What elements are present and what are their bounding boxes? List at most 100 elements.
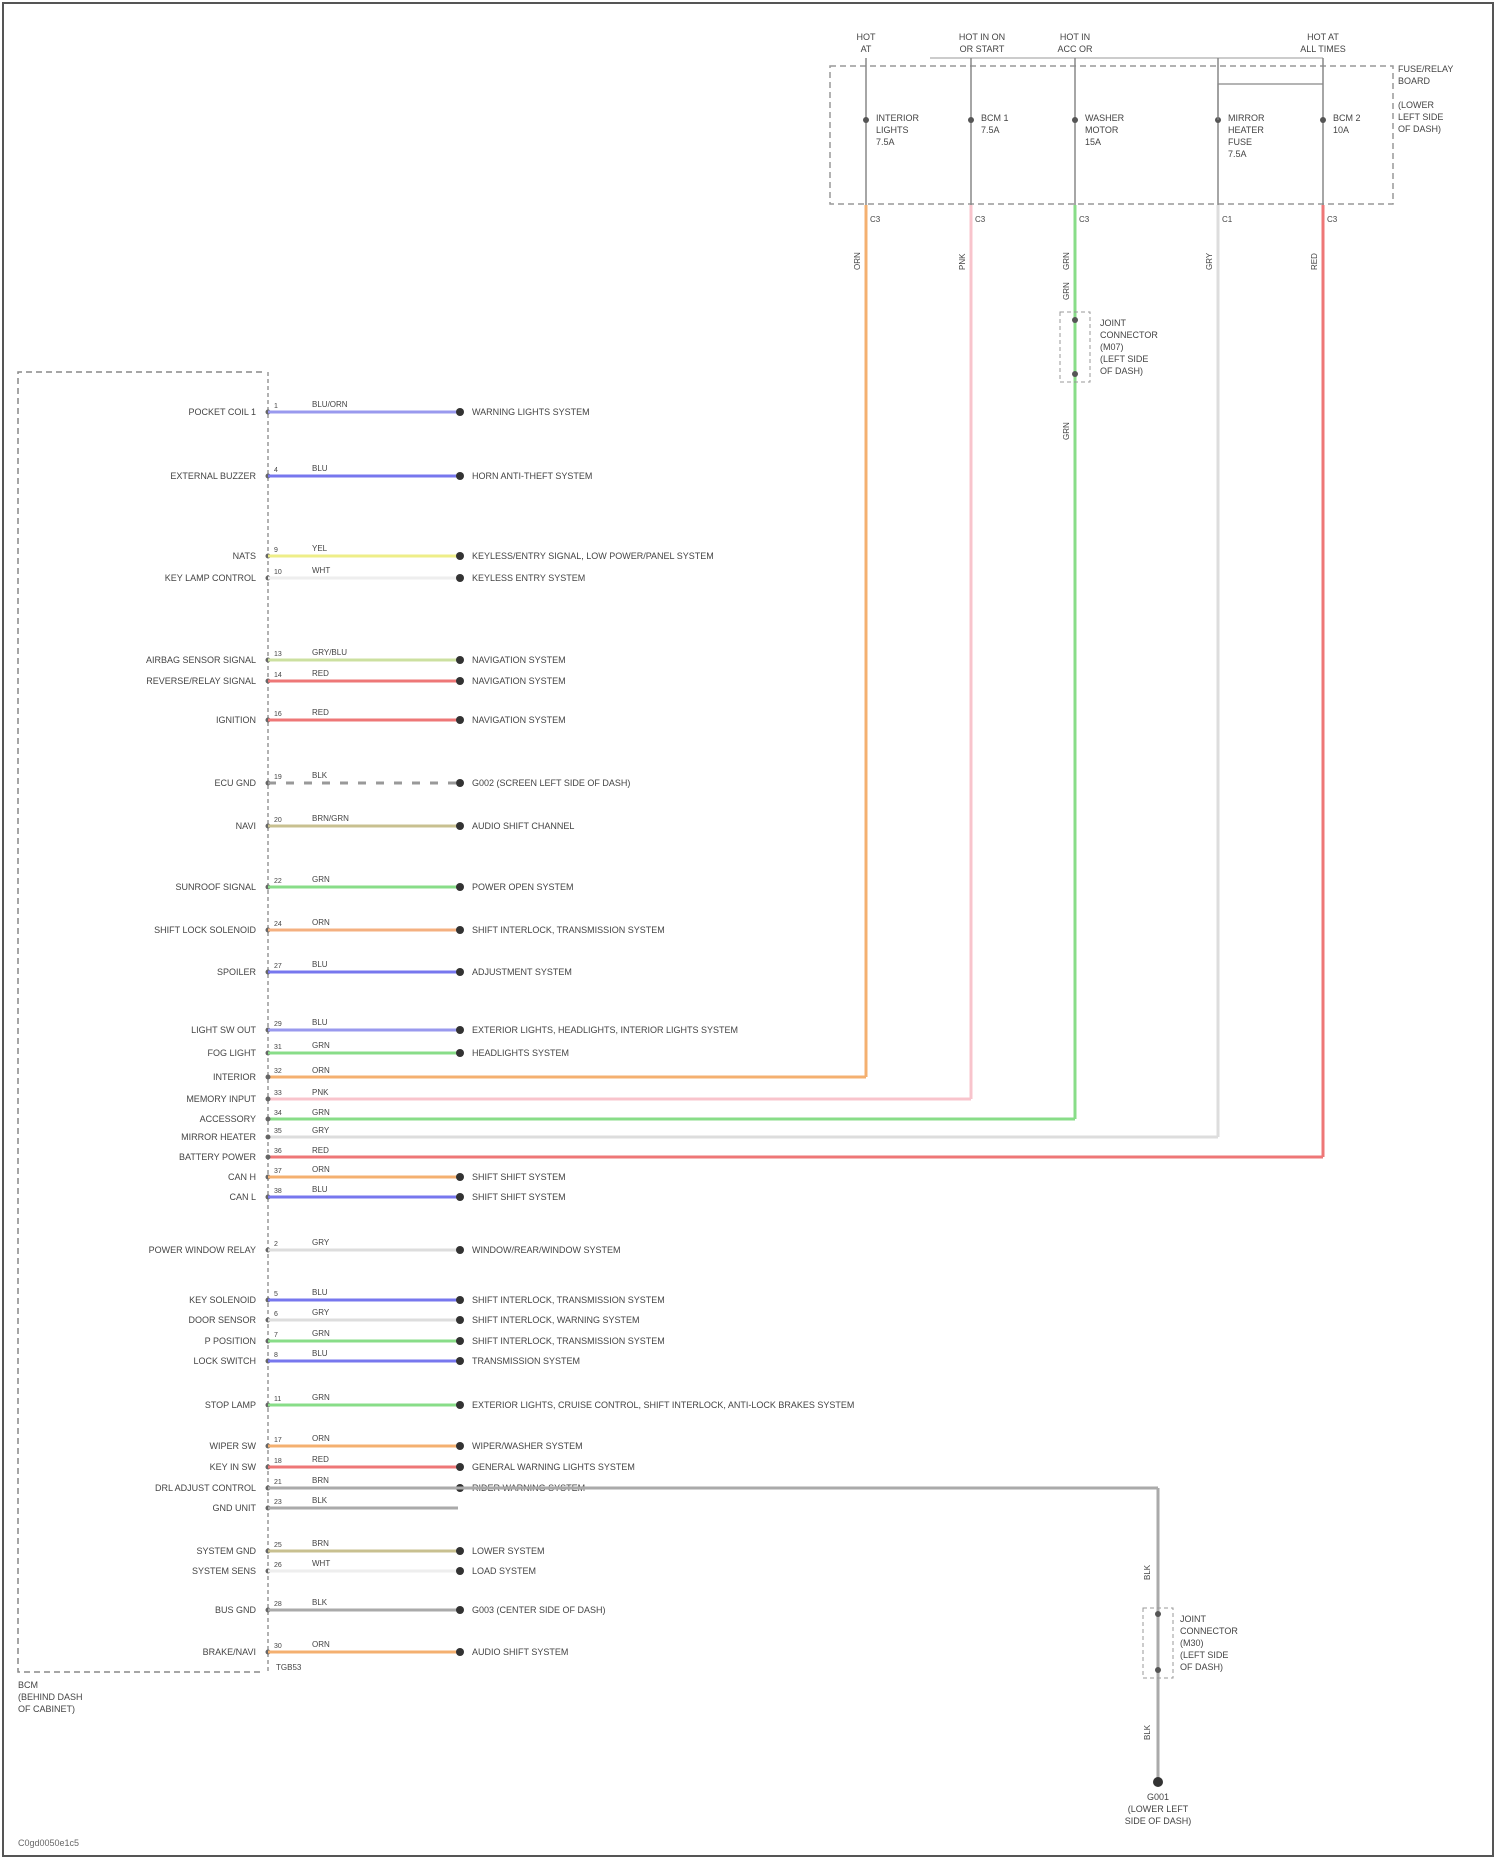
wire-destination-label: NAVIGATION SYSTEM [472, 655, 566, 665]
fuse-box-label: FUSE/RELAY [1398, 64, 1453, 74]
wire-connector-dot [456, 926, 464, 934]
wire-color-label: WHT [312, 1559, 330, 1568]
pin-number: 21 [274, 1479, 282, 1486]
pin-signal-label: NATS [233, 551, 256, 561]
joint-connector-2-label: OF DASH) [1180, 1662, 1223, 1672]
pin-number: 30 [274, 1643, 282, 1650]
bcm-module-label: (BEHIND DASH [18, 1692, 83, 1702]
fuse-box-label: (LOWER [1398, 100, 1435, 110]
wire-connector-dot [456, 1337, 464, 1345]
pin-signal-label: REVERSE/RELAY SIGNAL [146, 676, 256, 686]
wire-color-label: GRY/BLU [312, 648, 347, 657]
pin-signal-label: BUS GND [215, 1605, 257, 1615]
fuse-supply-label: HOT IN [1060, 32, 1090, 42]
wire-color-label: GRY [312, 1238, 330, 1247]
pin-signal-label: DRL ADJUST CONTROL [155, 1483, 256, 1493]
pin-signal-label: ACCESSORY [200, 1114, 256, 1124]
wire-connector-dot [456, 677, 464, 685]
wire-destination-label: AUDIO SHIFT CHANNEL [472, 821, 574, 831]
pin-signal-label: CAN L [229, 1192, 256, 1202]
pin-number: 27 [274, 963, 282, 970]
joint-connector-2-label: (M30) [1180, 1638, 1204, 1648]
wire-connector-dot [456, 574, 464, 582]
wire-connector-dot [456, 1316, 464, 1324]
wire-destination-label: POWER OPEN SYSTEM [472, 882, 574, 892]
wire-destination-label: NAVIGATION SYSTEM [472, 676, 566, 686]
fuse-label: BCM 2 [1333, 113, 1361, 123]
pin-signal-label: SYSTEM SENS [192, 1566, 256, 1576]
joint-connector-1-label: CONNECTOR [1100, 330, 1158, 340]
pin-signal-label: IGNITION [216, 715, 256, 725]
wire-connector-dot [456, 1296, 464, 1304]
pin-number: 38 [274, 1188, 282, 1195]
wire-destination-label: SHIFT INTERLOCK, WARNING SYSTEM [472, 1315, 640, 1325]
pin-terminal [266, 1155, 271, 1160]
pin-signal-label: SUNROOF SIGNAL [175, 882, 256, 892]
pin-number: 16 [274, 711, 282, 718]
wire-connector-dot [456, 656, 464, 664]
pin-number: 4 [274, 467, 278, 474]
wire-destination-label: SHIFT INTERLOCK, TRANSMISSION SYSTEM [472, 1336, 665, 1346]
fuse-label: 7.5A [876, 137, 895, 147]
pin-number: 31 [274, 1044, 282, 1051]
pin-signal-label: DOOR SENSOR [188, 1315, 256, 1325]
wire-destination-label: WIPER/WASHER SYSTEM [472, 1441, 583, 1451]
joint-connector-2-label: (LEFT SIDE [1180, 1650, 1228, 1660]
wire-color-label: WHT [312, 566, 330, 575]
wire-destination-label: SHIFT SHIFT SYSTEM [472, 1172, 566, 1182]
pin-signal-label: SYSTEM GND [196, 1546, 256, 1556]
pin-number: 23 [274, 1499, 282, 1506]
pin-number: 10 [274, 569, 282, 576]
wire-color-label: GRN [312, 875, 330, 884]
fuse-label: INTERIOR [876, 113, 920, 123]
fuse-label: 15A [1085, 137, 1101, 147]
fuse-label: MOTOR [1085, 125, 1119, 135]
wire-color-label: ORN [853, 252, 862, 270]
pin-signal-label: WIPER SW [210, 1441, 257, 1451]
fuse-box-outline [830, 66, 1393, 204]
fuse-label: HEATER [1228, 125, 1264, 135]
wire-destination-label: LOWER SYSTEM [472, 1546, 545, 1556]
joint-connector-1-terminal [1072, 371, 1078, 377]
wire-destination-label: KEYLESS/ENTRY SIGNAL, LOW POWER/PANEL SY… [472, 551, 714, 561]
fuse-box-label: LEFT SIDE [1398, 112, 1443, 122]
pin-number: 9 [274, 547, 278, 554]
wire-connector-dot [456, 1606, 464, 1614]
fuse-label: 10A [1333, 125, 1349, 135]
pin-number: 7 [274, 1332, 278, 1339]
wire-color-label: BLU [312, 1018, 328, 1027]
wire-connector-dot [456, 1648, 464, 1656]
ground-label: SIDE OF DASH) [1125, 1816, 1192, 1826]
ground-label: (LOWER LEFT [1128, 1804, 1189, 1814]
wire-color-label: RED [312, 669, 329, 678]
joint-connector-1-label: (LEFT SIDE [1100, 354, 1148, 364]
pin-signal-label: GND UNIT [213, 1503, 257, 1513]
wire-connector-dot [456, 1173, 464, 1181]
wire-destination-label: NAVIGATION SYSTEM [472, 715, 566, 725]
joint-connector-1-label: OF DASH) [1100, 366, 1143, 376]
wire-connector-dot [456, 779, 464, 787]
pin-number: 34 [274, 1110, 282, 1117]
ground-symbol [1153, 1777, 1163, 1787]
pin-signal-label: KEY IN SW [210, 1462, 257, 1472]
fuse-connector-id: C3 [870, 215, 881, 224]
pin-signal-label: LOCK SWITCH [193, 1356, 256, 1366]
wire-color-label: YEL [312, 544, 328, 553]
fuse-box-label: OF DASH) [1398, 124, 1441, 134]
wire-color-label: GRY [312, 1308, 330, 1317]
joint-connector-2-label: CONNECTOR [1180, 1626, 1238, 1636]
wire-destination-label: WINDOW/REAR/WINDOW SYSTEM [472, 1245, 621, 1255]
pin-number: 22 [274, 878, 282, 885]
wire-connector-dot [456, 472, 464, 480]
pin-signal-label: P POSITION [205, 1336, 256, 1346]
wire-color-label: GRY [312, 1126, 330, 1135]
wire-color-label: ORN [312, 1434, 330, 1443]
wire-color-label: GRY [1205, 252, 1214, 270]
wire-connector-dot [456, 1442, 464, 1450]
pin-number: 35 [274, 1128, 282, 1135]
pin-number: 13 [274, 651, 282, 658]
wire-color-label: BRN [312, 1539, 329, 1548]
wire-connector-dot [456, 1401, 464, 1409]
joint-connector-1-wire-top: GRN [1062, 282, 1071, 300]
pin-number: 6 [274, 1311, 278, 1318]
